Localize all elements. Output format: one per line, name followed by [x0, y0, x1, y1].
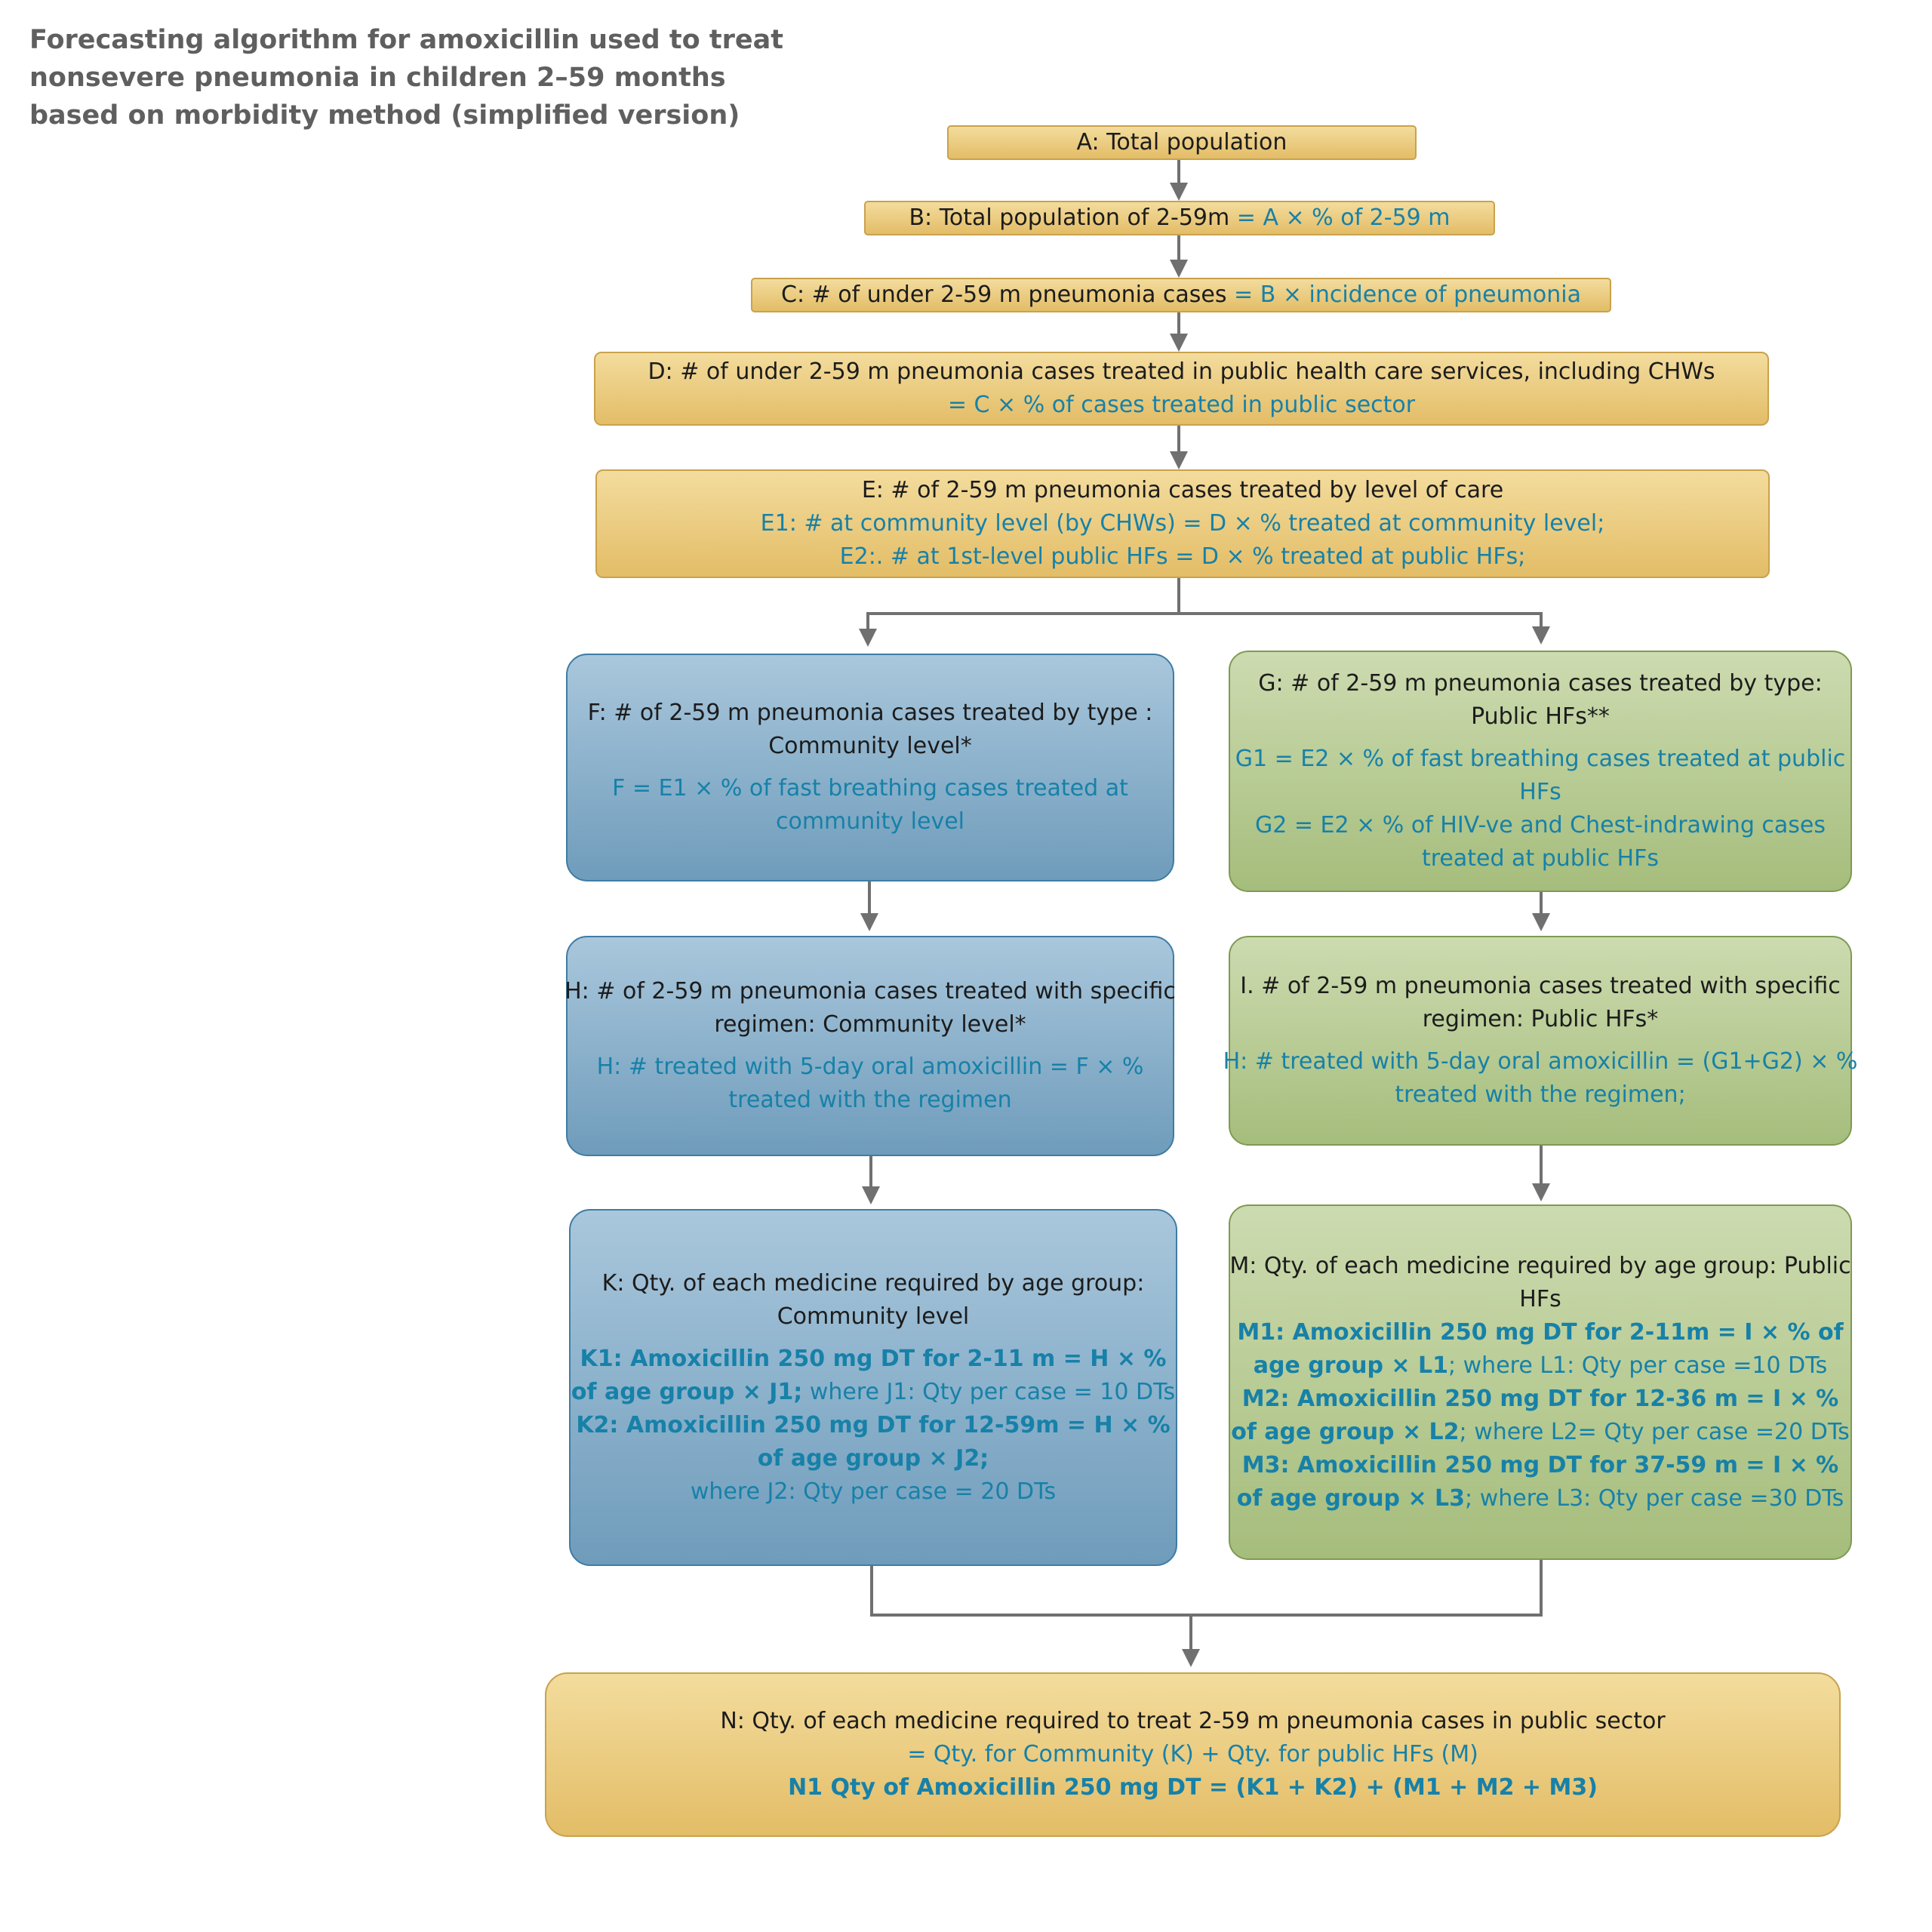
node-e2-formula: E2:. # at 1st-level public HFs = D × % t… [839, 543, 1526, 570]
node-m2-rest: ; where L2= Qty per case =20 DTs [1459, 1418, 1850, 1445]
split-e-g [1179, 612, 1550, 645]
node-c-pneumonia-cases: C: # of under 2-59 m pneumonia cases = B… [751, 278, 1611, 312]
merge-k-m [870, 1560, 1543, 1617]
node-d-label: D: # of under 2-59 m pneumonia cases tre… [648, 358, 1715, 385]
node-f-label-1: F: # of 2-59 m pneumonia cases treated b… [587, 700, 1153, 726]
split-e-fg [859, 578, 1180, 647]
node-h-label-2: regimen: Community level* [714, 1011, 1026, 1038]
node-m2-line-2: of age group × L2; where L2= Qty per cas… [1231, 1416, 1850, 1449]
node-m2-bold: of age group × L2 [1231, 1418, 1460, 1445]
node-h-formula-2: treated with the regimen [728, 1087, 1012, 1113]
node-k1-rest: where J1: Qty per case = 10 DTs [802, 1378, 1176, 1405]
node-f-formula-1: F = E1 × % of fast breathing cases treat… [612, 775, 1128, 801]
node-k2-line-2: of age group × J2; [757, 1444, 989, 1472]
node-i-public-hfs-regimen: I. # of 2-59 m pneumonia cases treated w… [1223, 936, 1857, 1146]
node-n1-formula: N1 Qty of Amoxicillin 250 mg DT = (K1 + … [788, 1774, 1598, 1801]
node-k-label-2: Community level [777, 1303, 970, 1330]
node-g-public-hfs: G: # of 2-59 m pneumonia cases treated b… [1229, 651, 1852, 892]
node-k-label-1: K: Qty. of each medicine required by age… [601, 1269, 1145, 1297]
node-m-public-hfs-quantity: M: Qty. of each medicine required by age… [1229, 1204, 1852, 1560]
node-g1-formula-2: HFs [1519, 779, 1561, 805]
node-g1-formula-1: G1 = E2 × % of fast breathing cases trea… [1235, 746, 1846, 772]
node-d-formula: = C × % of cases treated in public secto… [947, 392, 1416, 418]
node-e-label: E: # of 2-59 m pneumonia cases treated b… [861, 477, 1504, 503]
node-b-population-2-59m: B: Total population of 2-59m = A × % of … [864, 201, 1495, 235]
node-e1-formula: E1: # at community level (by CHWs) = D ×… [760, 510, 1605, 537]
node-m1-rest: ; where L1: Qty per case =10 DTs [1448, 1352, 1828, 1379]
node-i-label-2: regimen: Public HFs* [1422, 1006, 1659, 1032]
node-n-formula: = Qty. for Community (K) + Qty. for publ… [907, 1741, 1478, 1767]
node-k1-line-1: K1: Amoxicillin 250 mg DT for 2-11 m = H… [580, 1345, 1167, 1372]
node-h-label-1: H: # of 2-59 m pneumonia cases treated w… [565, 978, 1176, 1004]
page-title: Forecasting algorithm for amoxicillin us… [29, 21, 783, 134]
node-m3-bold: of age group × L3 [1236, 1484, 1466, 1512]
node-c-text: C: # of under 2-59 m pneumonia cases = B… [781, 278, 1581, 312]
node-n-label: N: Qty. of each medicine required to tre… [720, 1708, 1666, 1734]
node-i-label-1: I. # of 2-59 m pneumonia cases treated w… [1240, 973, 1841, 999]
node-n-total-quantity: N: Qty. of each medicine required to tre… [545, 1672, 1841, 1837]
node-m1-line-1: M1: Amoxicillin 250 mg DT for 2-11m = I … [1237, 1318, 1844, 1346]
node-m1-bold: age group × L1 [1253, 1352, 1448, 1379]
node-g2-formula-2: treated at public HFs [1421, 845, 1659, 872]
node-d-cases-public-services: D: # of under 2-59 m pneumonia cases tre… [594, 352, 1769, 426]
node-m1-line-2: age group × L1; where L1: Qty per case =… [1254, 1349, 1828, 1383]
node-k-community-quantity: K: Qty. of each medicine required by age… [569, 1209, 1177, 1566]
node-f-community-level: F: # of 2-59 m pneumonia cases treated b… [566, 654, 1174, 881]
node-g-label-1: G: # of 2-59 m pneumonia cases treated b… [1258, 670, 1823, 697]
node-b-formula: = A × % of 2-59 m [1229, 205, 1451, 231]
node-a-total-population: A: Total population [947, 125, 1417, 160]
node-m2-line-1: M2: Amoxicillin 250 mg DT for 12-36 m = … [1241, 1385, 1839, 1412]
node-g-label-2: Public HFs** [1471, 703, 1610, 730]
node-b-label: B: Total population of 2-59m [909, 205, 1230, 231]
node-i-formula-1: H: # treated with 5-day oral amoxicillin… [1223, 1048, 1858, 1075]
node-m3-line-2: of age group × L3; where L3: Qty per cas… [1237, 1482, 1844, 1515]
node-e-cases-by-level: E: # of 2-59 m pneumonia cases treated b… [595, 469, 1770, 578]
title-line-2: nonsevere pneumonia in children 2–59 mon… [29, 63, 726, 93]
node-g2-formula-1: G2 = E2 × % of HIV-ve and Chest-indrawin… [1254, 812, 1826, 838]
node-m-label-1: M: Qty. of each medicine required by age… [1229, 1252, 1851, 1279]
node-h-community-regimen: H: # of 2-59 m pneumonia cases treated w… [565, 936, 1176, 1156]
node-i-formula-2: treated with the regimen; [1395, 1081, 1686, 1108]
node-m3-rest: ; where L3: Qty per case =30 DTs [1465, 1484, 1844, 1512]
node-k1-bold: of age group × J1; [571, 1378, 803, 1405]
node-f-label-2: Community level* [768, 733, 972, 759]
title-line-3: based on morbidity method (simplified ve… [29, 100, 740, 131]
node-k2-line-1: K2: Amoxicillin 250 mg DT for 12-59m = H… [576, 1411, 1171, 1438]
node-f-formula-2: community level [775, 808, 965, 835]
node-a-label: A: Total population [1076, 129, 1287, 155]
node-k1-line-2: of age group × J1; where J1: Qty per cas… [571, 1376, 1175, 1409]
node-b-text: B: Total population of 2-59m = A × % of … [909, 202, 1450, 235]
node-k2-line-3: where J2: Qty per case = 20 DTs [690, 1478, 1057, 1505]
node-c-label: C: # of under 2-59 m pneumonia cases [781, 281, 1227, 308]
node-h-formula-1: H: # treated with 5-day oral amoxicillin… [596, 1054, 1144, 1080]
node-c-formula: = B × incidence of pneumonia [1226, 281, 1581, 308]
node-m-label-2: HFs [1519, 1285, 1561, 1312]
node-m3-line-1: M3: Amoxicillin 250 mg DT for 37-59 m = … [1241, 1451, 1839, 1478]
title-line-1: Forecasting algorithm for amoxicillin us… [29, 25, 783, 55]
